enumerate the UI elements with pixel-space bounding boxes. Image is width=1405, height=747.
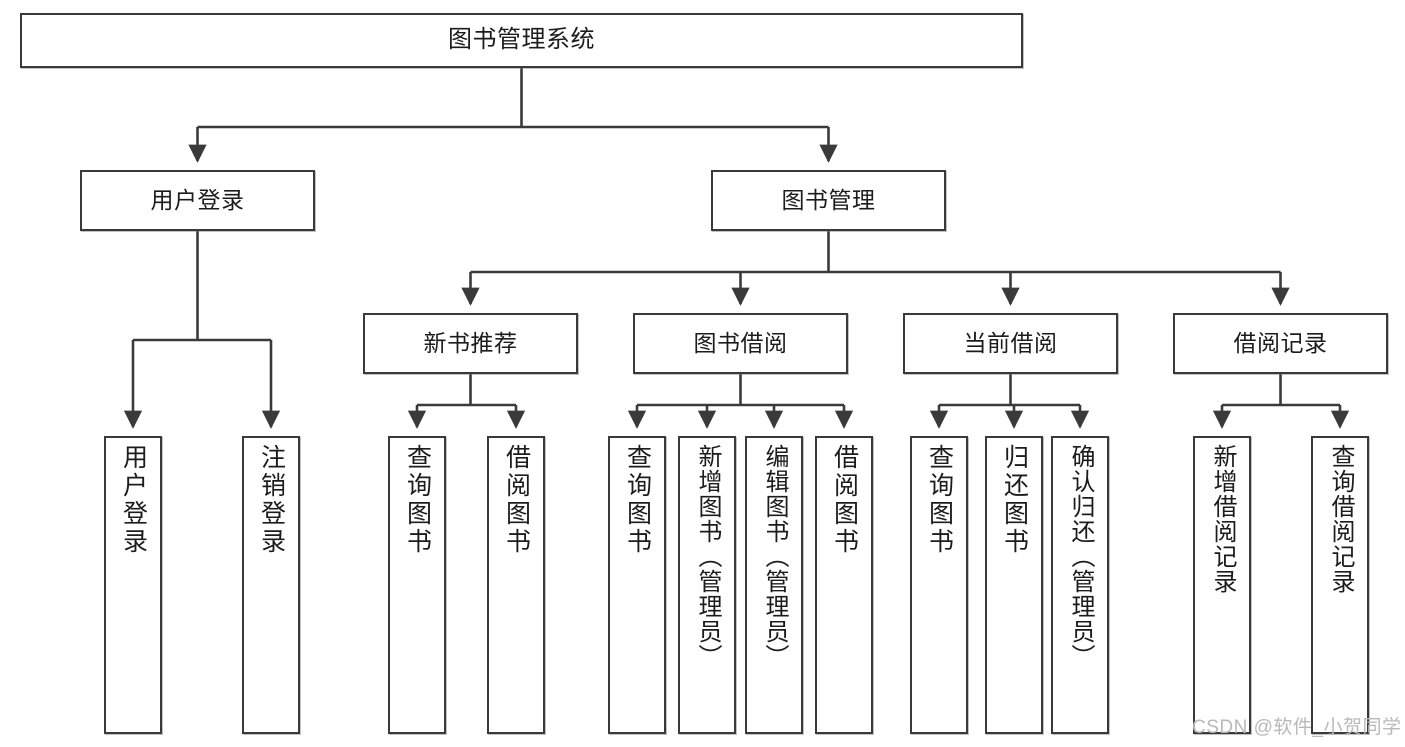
node-leaf-query-book-2[interactable]: 查询图书 xyxy=(608,436,666,734)
node-user-login[interactable]: 用户登录 xyxy=(80,170,315,231)
node-user-login-label: 用户登录 xyxy=(150,186,245,213)
node-leaf-query-book-1[interactable]: 查询图书 xyxy=(388,436,446,734)
node-book-manage[interactable]: 图书管理 xyxy=(711,170,946,231)
node-root-root-label: 图书管理系统 xyxy=(448,26,595,54)
node-leaf-query-record[interactable]: 查询借阅记录 xyxy=(1311,436,1369,734)
node-leaf-logout-label: 注销登录 xyxy=(257,444,286,556)
node-leaf-borrow-book-1-label: 借阅图书 xyxy=(502,444,531,556)
node-book-borrow[interactable]: 图书借阅 xyxy=(633,313,848,374)
node-borrow-record[interactable]: 借阅记录 xyxy=(1173,313,1388,374)
node-leaf-add-book[interactable]: 新增图书（管理员） xyxy=(678,436,736,734)
watermark-text: CSDN @软件_小贺同学 xyxy=(1192,717,1402,738)
node-leaf-add-record[interactable]: 新增借阅记录 xyxy=(1193,436,1251,734)
node-leaf-confirm-return-label: 确认归还（管理员） xyxy=(1067,444,1094,669)
node-book-manage-label: 图书管理 xyxy=(781,186,876,213)
node-current-borrow[interactable]: 当前借阅 xyxy=(903,313,1118,374)
node-leaf-borrow-book-2[interactable]: 借阅图书 xyxy=(815,436,873,734)
node-leaf-return-book[interactable]: 归还图书 xyxy=(985,436,1043,734)
node-leaf-query-book-1-label: 查询图书 xyxy=(403,444,432,556)
node-borrow-record-label: 借阅记录 xyxy=(1233,329,1328,356)
node-leaf-add-book-label: 新增图书（管理员） xyxy=(694,444,721,669)
node-leaf-confirm-return[interactable]: 确认归还（管理员） xyxy=(1051,436,1109,734)
node-leaf-add-record-label: 新增借阅记录 xyxy=(1209,444,1236,594)
node-new-book-rec-label: 新书推荐 xyxy=(423,329,518,356)
node-leaf-query-book-3[interactable]: 查询图书 xyxy=(910,436,968,734)
node-leaf-query-book-3-label: 查询图书 xyxy=(925,444,954,556)
node-leaf-borrow-book-2-label: 借阅图书 xyxy=(830,444,859,556)
node-new-book-rec[interactable]: 新书推荐 xyxy=(363,313,578,374)
node-book-borrow-label: 图书借阅 xyxy=(693,329,788,356)
node-leaf-user-login-label: 用户登录 xyxy=(119,444,148,556)
node-leaf-edit-book-label: 编辑图书（管理员） xyxy=(761,444,788,669)
node-leaf-edit-book[interactable]: 编辑图书（管理员） xyxy=(745,436,803,734)
node-leaf-user-login[interactable]: 用户登录 xyxy=(104,436,162,734)
node-current-borrow-label: 当前借阅 xyxy=(963,329,1058,356)
node-leaf-logout[interactable]: 注销登录 xyxy=(242,436,300,734)
node-root-root[interactable]: 图书管理系统 xyxy=(20,13,1023,68)
node-leaf-query-record-label: 查询借阅记录 xyxy=(1327,444,1354,594)
node-leaf-query-book-2-label: 查询图书 xyxy=(623,444,652,556)
node-leaf-borrow-book-1[interactable]: 借阅图书 xyxy=(487,436,545,734)
node-leaf-return-book-label: 归还图书 xyxy=(1000,444,1029,556)
